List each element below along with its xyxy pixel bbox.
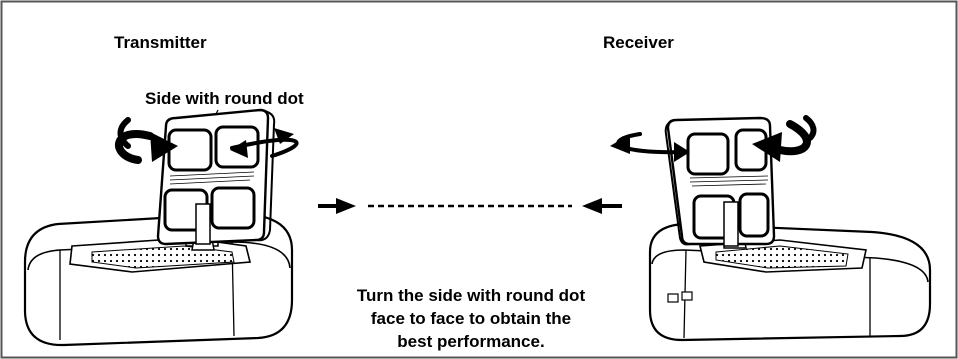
rotate-arrow-icon <box>115 117 178 164</box>
transmitter-base <box>23 212 294 347</box>
transmitter-device <box>23 108 299 347</box>
transmitter-label: Transmitter <box>114 33 207 52</box>
receiver-device <box>610 115 932 342</box>
rotate-arrow-icon <box>230 128 299 158</box>
rotate-arrow-icon <box>610 132 690 162</box>
receiver-label: Receiver <box>603 33 674 52</box>
instruction-line-3: best performance. <box>397 332 544 351</box>
rotate-arrow-icon <box>752 115 817 162</box>
transmitter-antenna-panel <box>156 108 276 246</box>
side-note-label: Side with round dot <box>145 89 304 108</box>
signal-link <box>318 198 622 214</box>
instruction-line-2: face to face to obtain the <box>371 309 571 328</box>
instruction-line-1: Turn the side with round dot <box>357 286 586 305</box>
arrow-left-icon <box>582 198 602 214</box>
receiver-antenna-panel <box>664 116 776 247</box>
instruction-text: Turn the side with round dot face to fac… <box>357 286 586 351</box>
receiver-base <box>648 222 932 342</box>
port-icon <box>681 291 693 301</box>
arrow-right-icon <box>336 198 356 214</box>
port-icon <box>667 293 679 303</box>
